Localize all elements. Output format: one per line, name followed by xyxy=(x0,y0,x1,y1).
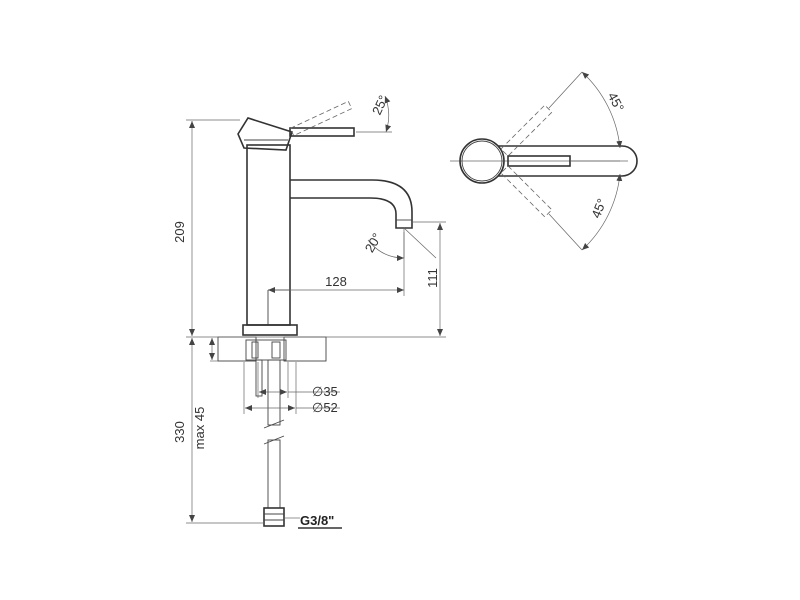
thread-spec: G3/8" xyxy=(300,513,334,528)
body-top-outer xyxy=(459,138,505,184)
lever-rotated-left xyxy=(500,104,553,157)
angle-rotation-left: 45° xyxy=(605,90,627,114)
dim-tail-length: 330 xyxy=(172,421,187,443)
top-view: 45° 45° xyxy=(450,71,638,251)
lever-handle xyxy=(289,127,355,137)
counter-right xyxy=(283,336,327,362)
counter-left xyxy=(217,336,257,362)
dim-diameter-inner: ∅35 xyxy=(312,384,338,399)
faucet-body xyxy=(246,144,291,326)
body-top-inner xyxy=(461,140,503,182)
handle-cap xyxy=(237,117,294,151)
dim-max-counter: max 45 xyxy=(192,407,207,450)
angle-handle-tilt: 25° xyxy=(369,93,391,117)
spout xyxy=(290,179,413,229)
mounting-nut xyxy=(245,339,287,361)
lever-rotated-right xyxy=(500,165,553,218)
side-view-dimensions: 209 128 111 20° 25° 330 max 45 ∅35 xyxy=(172,93,446,529)
dim-total-height: 209 xyxy=(172,221,187,243)
lever-raised-position xyxy=(289,100,353,137)
base-ring xyxy=(242,324,298,336)
angle-rotation-right: 45° xyxy=(588,196,609,220)
dim-spout-reach: 128 xyxy=(325,274,347,289)
hose-connector xyxy=(263,507,285,527)
spout-top xyxy=(498,145,638,177)
angle-spout: 20° xyxy=(362,230,385,255)
side-view xyxy=(217,100,413,527)
dim-spout-height: 111 xyxy=(425,268,440,288)
supply-hose-upper xyxy=(267,359,281,426)
dim-diameter-outer: ∅52 xyxy=(312,400,338,415)
supply-hose-lower xyxy=(267,439,281,509)
mounting-rod xyxy=(255,359,263,397)
